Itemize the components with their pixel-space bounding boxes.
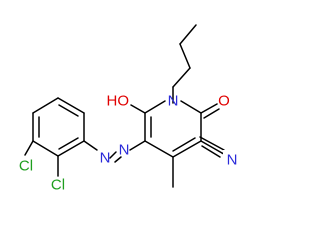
bond-butyl-3 bbox=[179, 24, 197, 45]
bond-c2-o-double bbox=[203, 108, 220, 119]
atom-azo-nitrogen-1: N bbox=[119, 142, 130, 159]
bond-c3-c4-double bbox=[172, 137, 196, 152]
bond-c5-n-azo bbox=[129, 140, 146, 151]
bond-c6-oh bbox=[130, 104, 146, 114]
bond-ar-5 bbox=[32, 140, 59, 157]
bond-ar-6-double bbox=[58, 137, 79, 150]
bond-c3-cn-2 bbox=[201, 145, 221, 158]
bond-ar-2-double bbox=[58, 104, 79, 117]
bond-n1-c6 bbox=[144, 100, 166, 114]
bonds bbox=[24, 24, 230, 188]
atom-labels: N HO O N N N Cl Cl bbox=[19, 93, 238, 194]
bond-n-aryl bbox=[83, 140, 98, 151]
atom-nitrile-nitrogen: N bbox=[227, 152, 238, 169]
chemical-structure: N HO O N N N Cl Cl bbox=[19, 24, 238, 194]
bond-c4-c5 bbox=[144, 140, 174, 158]
bond-n-n-azo bbox=[109, 151, 117, 159]
bond-c3-cn-3 bbox=[199, 136, 225, 151]
atom-azo-nitrogen-2: N bbox=[100, 150, 111, 167]
atom-carbonyl-oxygen: O bbox=[218, 93, 230, 110]
bond-n1-c2 bbox=[180, 100, 202, 114]
bond-c3-cn-1 bbox=[200, 140, 223, 154]
bond-ar-3 bbox=[32, 97, 59, 114]
bond-c2-o bbox=[200, 103, 218, 114]
atom-hydroxyl: HO bbox=[107, 93, 130, 110]
atom-chlorine-a: Cl bbox=[19, 158, 33, 175]
bond-c3-c4 bbox=[172, 140, 202, 158]
atom-n-ring: N bbox=[168, 93, 179, 110]
bond-ar-cl-a bbox=[24, 140, 34, 156]
bond-butyl-1 bbox=[172, 67, 191, 88]
bond-butyl-2 bbox=[179, 43, 191, 69]
bond-n-n-azo-double bbox=[114, 156, 122, 163]
bond-ar-6 bbox=[57, 140, 85, 157]
atom-chlorine-b: Cl bbox=[51, 177, 65, 194]
bond-ar-2 bbox=[57, 97, 85, 114]
